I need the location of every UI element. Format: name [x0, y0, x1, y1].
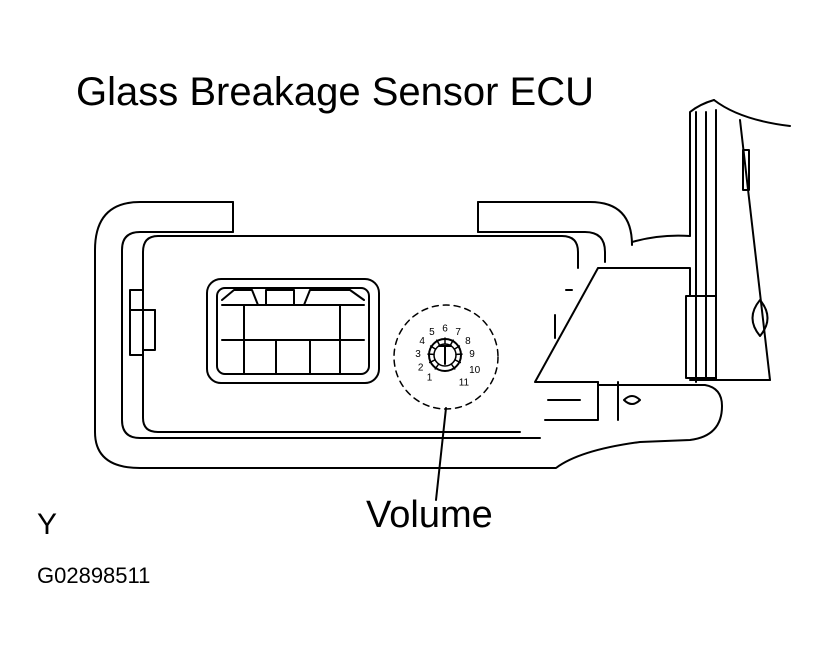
dial-number: 3 — [415, 349, 421, 360]
bracket-slant — [534, 267, 691, 383]
view-letter: Y — [37, 508, 58, 541]
volume-dial-ticks — [427, 337, 463, 370]
connector-pins — [221, 289, 365, 375]
figure-code: G02898511 — [37, 563, 151, 588]
dial-number: 11 — [459, 378, 470, 389]
door-pillar-block — [685, 295, 717, 379]
dial-number: 9 — [469, 349, 475, 360]
dial-tick — [450, 363, 456, 370]
housing-inner-rim-right — [477, 231, 606, 263]
dial-tick — [436, 339, 441, 347]
volume-dial-slot — [438, 345, 452, 365]
dial-number: 5 — [429, 327, 435, 338]
connector-inner — [216, 287, 370, 375]
bracket-bump — [623, 395, 641, 405]
connector-outer — [206, 278, 380, 384]
dial-number: 1 — [427, 373, 433, 384]
dial-number: 4 — [419, 336, 425, 347]
ecu-body — [142, 235, 579, 433]
door-pillar-outer — [631, 99, 715, 243]
door-pillar-slot — [742, 149, 750, 191]
dial-tick — [434, 363, 440, 370]
dial-tick — [428, 359, 436, 364]
volume-callout-label: Volume — [366, 494, 493, 536]
dial-tick — [453, 345, 461, 350]
dial-tick — [449, 339, 454, 347]
dial-number: 7 — [455, 327, 461, 338]
diagram-title: Glass Breakage Sensor ECU — [76, 70, 595, 114]
housing-inner-rim — [121, 231, 541, 439]
door-pillar-lines — [695, 109, 771, 383]
dial-tick — [454, 359, 462, 364]
ecu-housing-outline — [94, 201, 723, 469]
ecu-housing-top-right — [477, 201, 633, 246]
dial-tick — [429, 345, 437, 350]
bracket-plate — [544, 381, 619, 421]
volume-leader-line — [435, 407, 447, 501]
side-tab — [129, 289, 144, 356]
dial-number: 10 — [469, 365, 481, 376]
dial-number: 2 — [418, 362, 424, 373]
dial-number: 6 — [442, 324, 448, 335]
door-pillar-curve — [713, 99, 791, 127]
side-tab-inner — [142, 309, 156, 351]
dial-number: 8 — [465, 336, 471, 347]
door-pillar-ellipse — [751, 299, 769, 337]
